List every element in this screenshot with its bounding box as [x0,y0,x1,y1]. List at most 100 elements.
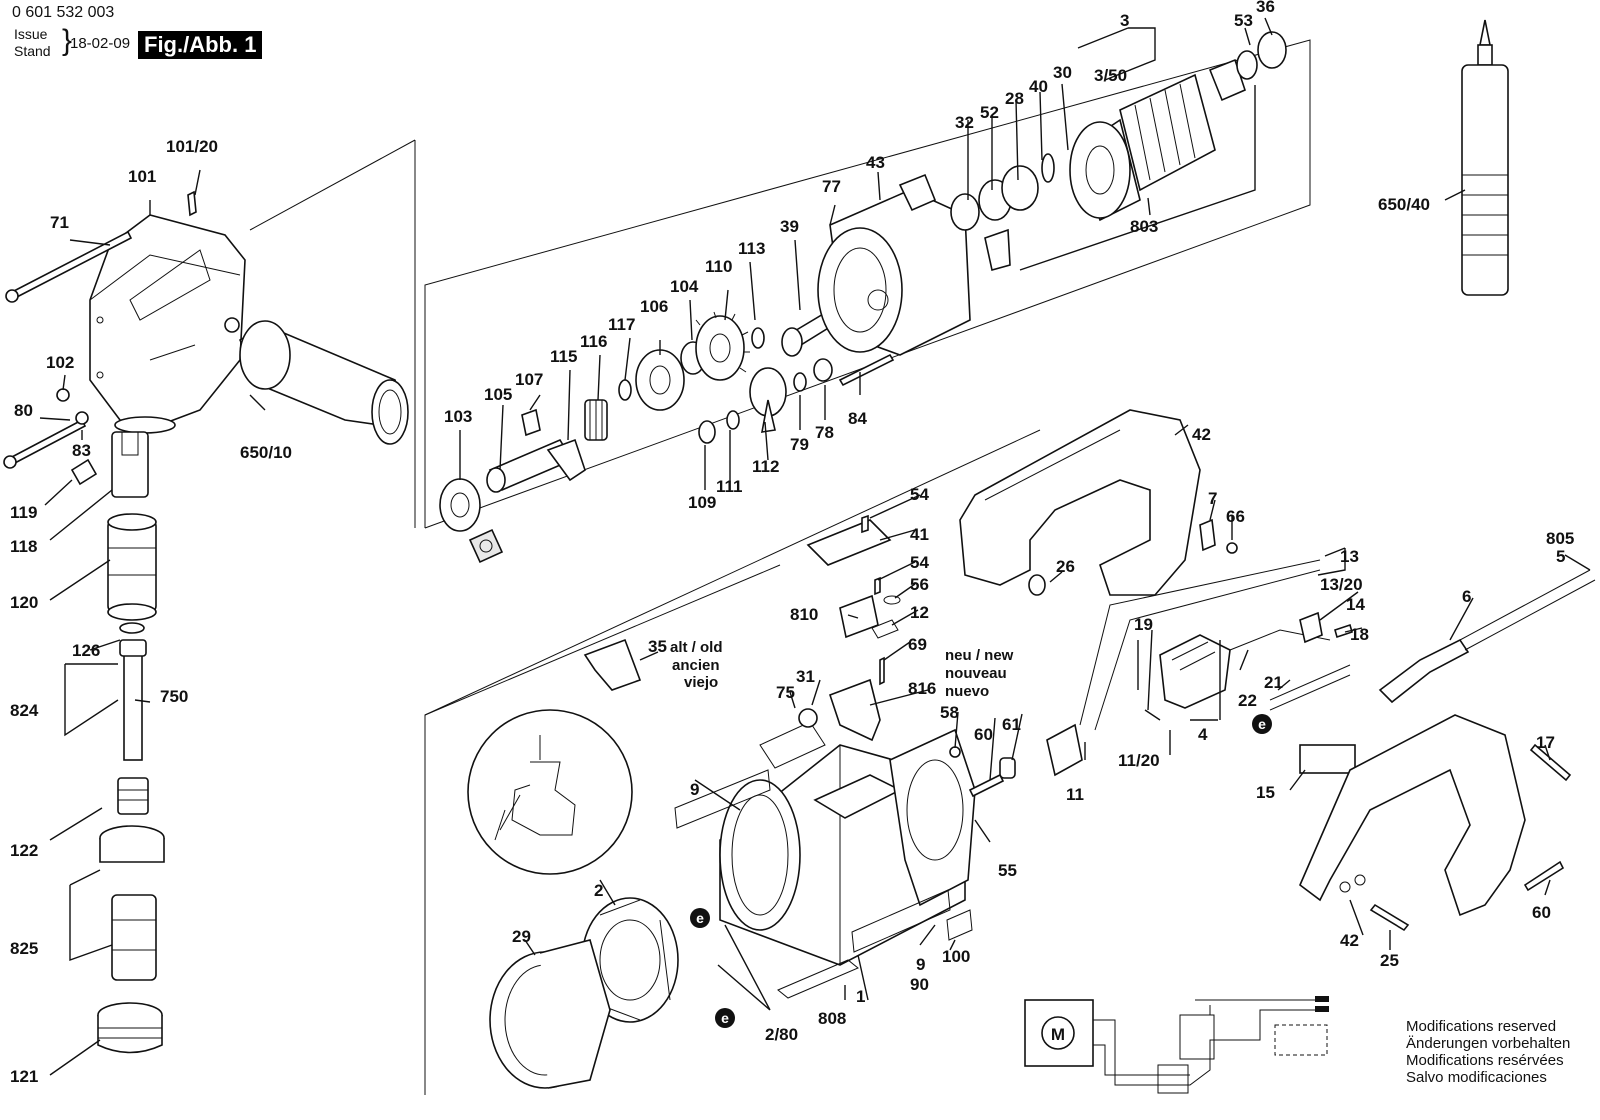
label-101: 101 [128,167,156,186]
label-55: 55 [998,861,1017,880]
label-825: 825 [10,939,38,958]
screw-54b [874,576,881,596]
gear-panel-frame [249,39,1311,529]
handle-half-42b [1299,714,1526,917]
label-61: 61 [1002,715,1021,734]
label-35: 35 [648,637,667,656]
label-104: 104 [670,277,699,296]
cable-6 [1378,569,1596,704]
pin-101-20 [187,190,197,217]
label-9a [674,769,771,829]
label-105: 105 [484,385,512,404]
earth-badge-1: e [1252,714,1272,734]
brush-holder-810 [839,594,879,639]
cable-clamp-14 [1299,611,1323,644]
earth-badge-3-text: e [721,1010,729,1026]
label-2-80: 2/80 [765,1025,798,1044]
armature-3 [950,31,1287,231]
label-816: 816 [908,679,936,698]
label-42b: 42 [1340,931,1359,950]
label-3-50: 3/50 [1094,66,1127,85]
label-32: 32 [955,113,974,132]
label-805: 805 [1546,529,1574,548]
brace-glyph: } [62,24,73,57]
needle-bearing-116 [584,399,608,441]
label-78: 78 [815,423,834,442]
label-110: 110 [705,257,732,276]
label-12: 12 [910,603,929,622]
label-53: 53 [1234,11,1253,30]
label-117: 117 [608,315,635,334]
switch-4 [1159,634,1231,709]
bearing-106 [635,349,685,411]
label-75 [759,721,826,769]
label-90: 90 [910,975,929,994]
label-100: 100 [942,947,970,966]
nut-58 [949,746,961,758]
ring-109 [698,420,716,444]
punch-parts-stack [70,431,165,1054]
label-42a: 42 [1192,425,1211,444]
label-119: 119 [10,503,37,522]
screw-66 [1226,542,1238,554]
label-9b [851,889,951,953]
wiring-schematic [1024,996,1329,1094]
earth-badge-1-text: e [1258,716,1266,732]
label-118: 118 [10,537,37,556]
leader-lines [39,17,1591,1076]
motor-panel-frame [424,429,1041,1095]
brush-holder-small [984,228,1011,271]
label-808: 808 [818,1009,846,1028]
label-121: 121 [10,1067,38,1086]
grease-symbol [468,528,504,564]
label-54a: 54 [910,485,929,504]
label-60b: 60 [1532,903,1551,922]
brush-holder-816 [828,678,881,742]
label-71: 71 [50,213,69,232]
grease-tube-650-40 [1461,19,1509,296]
gear-112 [749,367,787,433]
label-31: 31 [796,667,815,686]
capacitor-11 [1046,723,1083,777]
motor-symbol-label: M [1051,1025,1065,1044]
label-ancien: ancien [672,657,720,674]
label-122: 122 [10,841,38,860]
label-126: 126 [72,641,100,660]
screw-71 [5,230,133,303]
label-13-20: 13/20 [1320,575,1363,594]
label-102: 102 [46,353,74,372]
label-viejo: viejo [684,674,718,691]
nut-102 [56,388,70,402]
label-43: 43 [866,153,885,172]
label-58: 58 [940,703,959,722]
earth-badge-2: e [690,908,710,928]
earth-badge-2-text: e [696,910,704,926]
brush-holder-35-old [583,638,642,691]
label-13: 13 [1340,547,1359,566]
label-nouveau: nouveau [945,665,1007,682]
label-11: 11 [1066,785,1084,804]
label-83: 83 [72,441,91,460]
screw-69 [879,656,885,686]
label-650-40: 650/40 [1378,195,1430,214]
key-107 [521,408,541,437]
issue-date: 18-02-09 [70,35,131,52]
label-26: 26 [1056,557,1075,576]
label-116: 116 [580,332,607,351]
label-2: 2 [594,881,603,900]
label-22: 22 [1238,691,1257,710]
detail-circle [467,709,633,875]
label-120: 120 [10,593,38,612]
label-11-20: 11/20 [1118,751,1160,770]
label-9b: 9 [916,955,925,974]
side-handle-650-10 [238,320,409,445]
label-824: 824 [10,701,39,720]
label-14: 14 [1346,595,1365,614]
clamp-7 [1199,518,1216,552]
label-803: 803 [1130,217,1158,236]
screw-60b [1523,860,1565,892]
label-nuevo: nuevo [945,683,989,700]
handle-half-42a [959,409,1201,596]
modifications-line-de: Änderungen vorbehalten [1406,1035,1571,1052]
